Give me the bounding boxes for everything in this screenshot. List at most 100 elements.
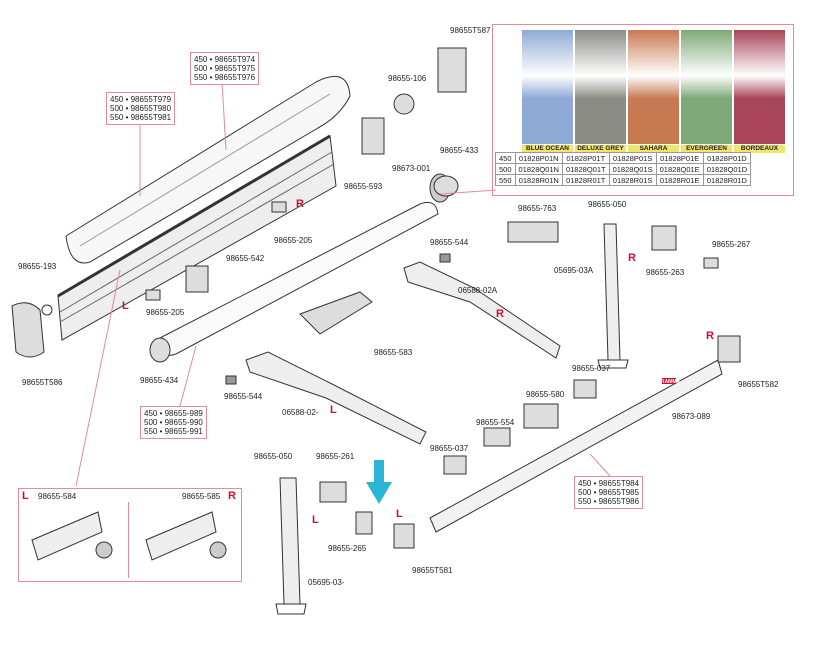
end-plate-587: [437, 47, 467, 93]
leg-right: [603, 223, 621, 361]
bracket-037a: [573, 379, 597, 399]
part-label: 98655T587: [450, 26, 491, 35]
part-label: 98655T582: [738, 380, 779, 389]
part-265: [355, 511, 373, 535]
bracket-542: [185, 265, 209, 293]
size-line: 450 • 98655T974: [194, 55, 256, 64]
side-mark: L: [396, 508, 403, 520]
part-label: 98655-580: [526, 390, 565, 399]
pin-267: [703, 257, 719, 269]
highlight-arrow: [366, 460, 392, 504]
table-cell: 450: [495, 152, 516, 164]
part-label: 98655-037: [572, 364, 611, 373]
leg-left: [279, 477, 301, 605]
part-label: 98655-037: [430, 444, 469, 453]
part-label: 98655-433: [440, 146, 479, 155]
bracket-554: [483, 427, 511, 447]
table-cell: 01828P01N: [514, 152, 563, 164]
end-cap-582: [717, 335, 741, 363]
part-label: 98655-193: [18, 262, 57, 271]
side-mark: L: [330, 404, 337, 416]
bracket-593: [361, 117, 385, 155]
fabric-swatch: [522, 30, 573, 144]
kit-divider: [128, 502, 129, 578]
bracket-763: [507, 221, 559, 243]
rail-size-box: 450 • 98655T979 500 • 98655T980 550 • 98…: [106, 92, 176, 125]
clip-205a: [271, 201, 287, 213]
spring-544a: [439, 253, 451, 263]
arm-left: [245, 351, 427, 445]
table-cell: 01828R01S: [608, 174, 657, 186]
part-label: 98655-585: [182, 492, 221, 501]
part-label: 98655-554: [476, 418, 515, 427]
side-mark: R: [628, 252, 636, 264]
part-label: 98673-089: [672, 412, 711, 421]
part-label: 98655-584: [38, 492, 77, 501]
arm-right: [403, 261, 561, 359]
part-label: 98655-263: [646, 268, 685, 277]
fabric-swatch: [575, 30, 626, 144]
rafter-583: [299, 291, 373, 335]
size-line: 500 • 98655-990: [144, 418, 203, 427]
table-cell: 01828Q01S: [608, 163, 657, 175]
clip-205b: [145, 289, 161, 301]
part-label: 98655-267: [712, 240, 751, 249]
roller-cap-433: [433, 175, 459, 197]
side-mark: R: [706, 330, 714, 342]
size-line: 450 • 98655T979: [110, 95, 172, 104]
table-cell: 01828R01N: [514, 174, 563, 186]
part-label: 98655T581: [412, 566, 453, 575]
fabric-color-name: EVERGREEN: [681, 145, 732, 153]
fabric-swatch: [628, 30, 679, 144]
size-line: 500 • 98655T975: [194, 64, 256, 73]
table-cell: 01828P01T: [561, 152, 610, 164]
table-cell: 01828R01E: [655, 174, 704, 186]
part-label: 98655-583: [374, 348, 413, 357]
bracket-580: [523, 403, 559, 429]
bracket-261: [319, 481, 347, 503]
part-label: 05695-03A: [554, 266, 594, 275]
part-label: 98655-544: [430, 238, 469, 247]
part-label: 98655-434: [140, 376, 179, 385]
table-cell: 01828P01D: [702, 152, 752, 164]
table-cell: 01828P01E: [655, 152, 704, 164]
kit-drawing: [31, 511, 227, 561]
part-label: 98655-763: [518, 204, 557, 213]
fabric-color-name: BORDEAUX: [734, 145, 785, 153]
table-cell: 01828R01D: [702, 174, 752, 186]
bracket-263: [651, 225, 677, 251]
table-cell: 01828P01S: [608, 152, 657, 164]
frontbar-logo: FIAMMA: [660, 379, 680, 385]
gear-106: [393, 93, 415, 115]
size-line: 550 • 98655T976: [194, 73, 256, 82]
size-line: 450 • 98655-989: [144, 409, 203, 418]
part-label: 98655-593: [344, 182, 383, 191]
size-line: 550 • 98655-991: [144, 427, 203, 436]
spring-544b: [225, 375, 237, 385]
frontbar-size-box: 450 • 98655T984 500 • 98655T985 550 • 98…: [574, 476, 644, 509]
side-mark: L: [312, 514, 319, 526]
size-line: 500 • 98655T985: [578, 488, 640, 497]
part-label: 98673-001: [392, 164, 431, 173]
size-line: 550 • 98655T981: [110, 113, 172, 122]
roller-size-box: 450 • 98655-989 500 • 98655-990 550 • 98…: [140, 406, 207, 439]
part-label: 98655-205: [274, 236, 313, 245]
end-cap-581: [393, 523, 415, 549]
part-label: 98655T586: [22, 378, 63, 387]
side-mark: R: [228, 490, 236, 502]
fabric-color-name: BLUE OCEAN: [522, 145, 573, 153]
end-cap-left: [11, 302, 45, 358]
table-cell: 500: [495, 163, 516, 175]
fabric-color-panel: [492, 24, 794, 196]
table-cell: 01828Q01N: [514, 163, 563, 175]
part-label: 98655-050: [588, 200, 627, 209]
part-label: 98655-542: [226, 254, 265, 263]
kit-frame: [18, 488, 242, 582]
table-cell: 01828Q01D: [702, 163, 752, 175]
side-mark: L: [122, 300, 129, 312]
front-bar: [429, 359, 723, 533]
